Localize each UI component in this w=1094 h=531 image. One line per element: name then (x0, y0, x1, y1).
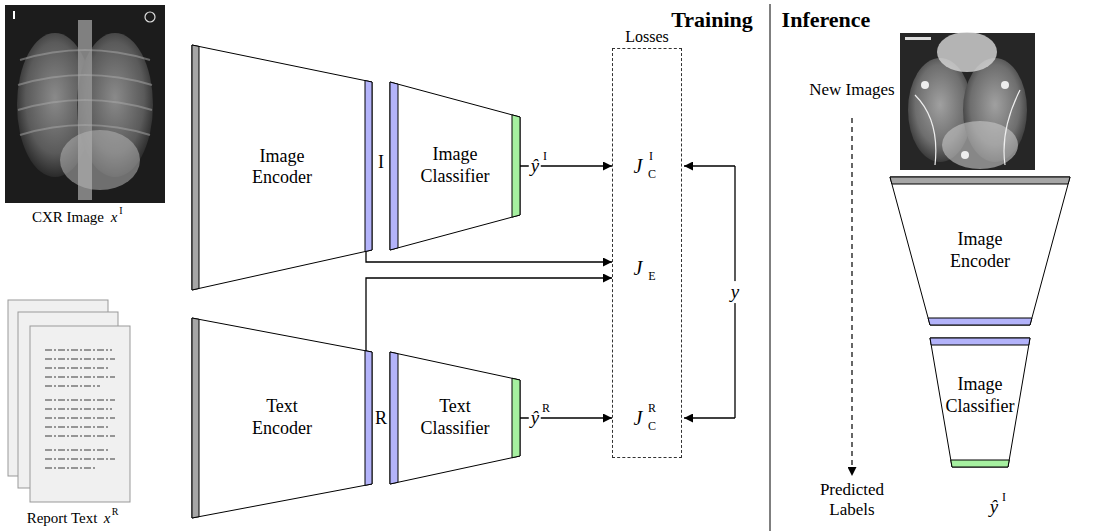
block-label: Image Classifier (938, 374, 1022, 417)
encoder-block: Image Encoder (890, 177, 1070, 325)
image-caption: CXR Image (32, 209, 104, 226)
marker-dot (145, 12, 155, 22)
output-bar (365, 81, 372, 252)
page (30, 326, 130, 502)
section-heading: Inference (782, 7, 871, 32)
block-text-holder: Image Classifier (938, 374, 1022, 417)
embedding-name: I (378, 152, 384, 173)
ribs (18, 50, 152, 135)
math-superscript: R (112, 506, 119, 518)
block-text-holder: Image Encoder (237, 146, 327, 189)
input-bar (930, 338, 1030, 345)
loss-group: Losses (612, 48, 682, 458)
text-lines (45, 350, 115, 468)
classifier-block: Image Classifier (390, 82, 520, 250)
block-label: Text Classifier (410, 396, 500, 439)
electrode (1001, 81, 1009, 89)
image-caption: Report Text (27, 510, 98, 527)
block-body (930, 338, 1030, 467)
math-symbol: J (634, 155, 643, 178)
math-superscript: R (540, 402, 552, 416)
math-superscript: I (1002, 491, 1006, 505)
math-subscript: C (648, 168, 656, 182)
math-symbol: J (634, 407, 643, 430)
heart-shadow (60, 130, 140, 190)
output-bar (951, 460, 1009, 467)
math-symbol: ŷ (990, 496, 998, 518)
target-arrow (684, 417, 735, 418)
block-label: Image Encoder (935, 229, 1025, 272)
math-superscript: I (119, 205, 122, 217)
electrode (921, 81, 929, 89)
group-heading-holder: Losses (625, 28, 669, 46)
flow-arrow (851, 118, 852, 476)
input-bar (192, 45, 199, 290)
block-body (890, 177, 1070, 325)
input-bar (390, 82, 398, 250)
output-bar (512, 115, 520, 217)
classifier-block: Text Classifier (390, 352, 520, 484)
portable-tag (905, 37, 931, 40)
target-arrow (684, 165, 735, 166)
section-heading: Training (671, 7, 753, 32)
encoder-block: Text Encoder (192, 318, 372, 518)
lead-wires (915, 90, 1020, 165)
group-heading: Losses (625, 28, 669, 46)
math-symbol: ŷ (529, 155, 541, 177)
neck-shadow (937, 32, 997, 72)
electrode (961, 151, 969, 159)
xray-ground (5, 5, 165, 203)
block-label: Image Encoder (237, 146, 327, 189)
block-label: Image Classifier (410, 144, 500, 187)
output-bar (365, 351, 372, 486)
block-body (390, 352, 520, 484)
classifier-block: Image Classifier (930, 338, 1030, 467)
block-text-holder: Text Classifier (410, 396, 500, 439)
output-bar (928, 318, 1032, 325)
math-superscript: I (541, 150, 549, 164)
marker-tick (13, 11, 15, 19)
target-lines (684, 166, 735, 418)
input-bar (192, 318, 199, 518)
cxr-image (5, 5, 165, 203)
math-symbol: J (634, 257, 643, 280)
inference-image (900, 32, 1035, 170)
block-body (192, 318, 372, 518)
block-text-holder: Text Encoder (237, 396, 327, 439)
xray-ground (900, 33, 1035, 170)
math-superscript: R (648, 402, 656, 416)
input-bar (390, 352, 398, 484)
math-subscript: E (648, 270, 655, 284)
report-pages (8, 300, 130, 502)
flow-label: Predicted Labels (806, 480, 898, 519)
math-subscript: C (648, 420, 656, 434)
math-symbol: x (111, 209, 118, 226)
divider-line (770, 4, 771, 531)
block-body (390, 82, 520, 250)
input-bar (890, 177, 1070, 184)
encoder-block: Image Encoder (192, 45, 372, 290)
block-text-holder: Image Encoder (935, 229, 1025, 272)
embedding-name: R (375, 408, 387, 429)
output-bar (512, 378, 520, 457)
block-body (192, 45, 372, 290)
math-symbol: x (104, 510, 111, 527)
flow-label: New Images (806, 80, 898, 100)
math-symbol: y (729, 281, 741, 303)
flow-connector (366, 278, 612, 351)
flow-connector (366, 251, 612, 262)
block-label: Text Encoder (237, 396, 327, 439)
math-superscript: I (649, 150, 653, 164)
block-text-holder: Image Classifier (410, 144, 500, 187)
